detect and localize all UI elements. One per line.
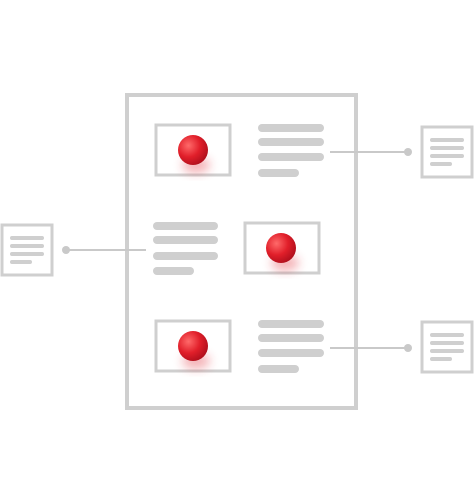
media-box-3 [154, 319, 232, 373]
connector-dot-right-bottom [404, 344, 412, 352]
connector-dot-left [62, 246, 70, 254]
media-box-2 [243, 221, 321, 275]
red-dot-2 [266, 233, 296, 263]
document-icon [0, 223, 54, 277]
red-dot-3 [178, 331, 208, 361]
connector-dot-right-top [404, 148, 412, 156]
page-frame [125, 93, 358, 410]
media-box-1 [154, 123, 232, 177]
document-icon [420, 125, 474, 179]
red-dot-1 [178, 135, 208, 165]
document-icon [420, 320, 474, 374]
